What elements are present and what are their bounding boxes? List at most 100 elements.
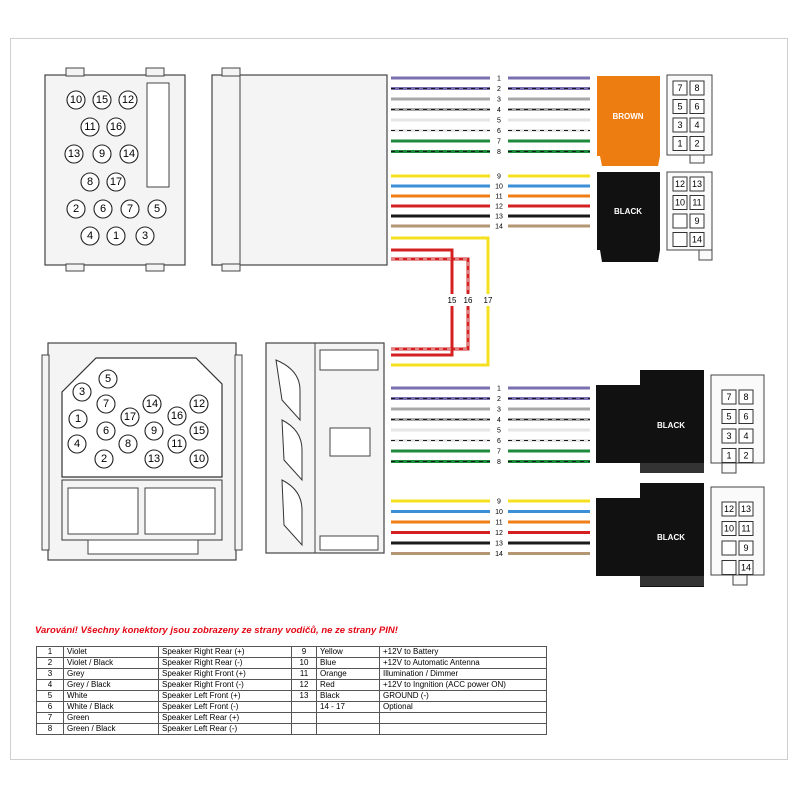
iso-b-cell-empty-4 [672,213,688,229]
iso-d-cell-9: 9 [738,540,754,556]
lower-a-wire-label-7: 7 [497,449,501,456]
legend-cell-d2 [379,712,547,724]
legend-cell-n: 3 [36,668,64,680]
svg-text:1: 1 [677,139,682,149]
upper-quad-pin-15: 15 [92,90,112,110]
legend-cell-n: 4 [36,679,64,691]
svg-text:8: 8 [694,83,699,93]
legend-cell-d: Speaker Left Front (-) [158,701,292,713]
svg-text:5: 5 [726,412,731,422]
upper-a-wire-3: 3 [391,97,590,104]
legend-cell-n2: 12 [291,679,317,691]
lower-quad-pin-13: 13 [144,449,164,469]
upper-quad-pin-13: 13 [64,144,84,164]
mid-wire-label-16: 16 [464,296,473,305]
legend-cell-c2 [316,723,380,735]
iso-b-cell-9: 9 [689,213,705,229]
iso-d-cell-12: 12 [721,501,737,517]
svg-text:12: 12 [122,94,134,106]
svg-text:7: 7 [677,83,682,93]
svg-text:10: 10 [193,453,205,465]
iso-c-cell-1: 1 [721,448,737,463]
svg-text:5: 5 [677,102,682,112]
lower-a-wire-label-6: 6 [497,438,501,445]
upper-b-wire-label-10: 10 [495,184,503,191]
iso-a-cell-2: 2 [689,136,705,151]
svg-text:5: 5 [105,373,111,385]
legend-cell-d2 [379,723,547,735]
lower-b-wire-10: 10 [391,509,590,516]
mid-wire-label-15: 15 [448,296,457,305]
svg-text:7: 7 [103,398,109,410]
upper-quad-pin-10: 10 [66,90,86,110]
lower-b-wire-label-14: 14 [495,551,503,558]
svg-text:11: 11 [692,198,701,208]
legend-cell-n: 5 [36,690,64,702]
iso-a-cell-1: 1 [672,136,688,151]
legend-cell-c: White [63,690,159,702]
svg-text:9: 9 [99,148,105,160]
upper-b-wire-9: 9 [391,174,590,181]
lower-b-wire-13: 13 [391,541,590,548]
lower-a-wire-label-3: 3 [497,407,501,414]
svg-text:6: 6 [103,425,109,437]
lower-quad-pin-11: 11 [167,434,187,454]
upper-b-wire-label-13: 13 [495,214,503,221]
iso-b-cell-12: 12 [672,176,688,192]
upper-quad-pin-5: 5 [147,199,167,219]
upper-quad-pin-9: 9 [92,144,112,164]
iso-d-cell-11: 11 [738,521,754,536]
iso-c-cell-2: 2 [738,448,754,463]
upper-a-wire-label-7: 7 [497,139,501,146]
lower-a-wire-label-4: 4 [497,417,501,424]
lower-quad-pin-17: 17 [120,407,140,427]
iso-c-cell-4: 4 [738,428,754,444]
legend-cell-n2 [291,723,317,735]
svg-text:4: 4 [743,431,748,441]
svg-text:1: 1 [726,451,731,461]
legend-cell-d2: +12V to Ingnition (ACC power ON) [379,679,547,691]
upper-a-wire-label-4: 4 [497,107,501,114]
lower-a-wire-6: 6 [391,438,590,445]
legend-cell-d: Speaker Right Front (-) [158,679,292,691]
svg-text:9: 9 [743,543,748,553]
lower-b-wire-label-9: 9 [497,499,501,506]
legend-cell-d: Speaker Right Front (+) [158,668,292,680]
lower-b-wire-label-11: 11 [495,520,502,527]
mid-wire-15: 15 [391,248,459,357]
legend-cell-n: 2 [36,657,64,669]
legend-cell-c2 [316,712,380,724]
brown-plug-label: BROWN [612,112,643,121]
lower-a-wire-8: 8 [391,459,590,466]
legend-cell-n2: 9 [291,646,317,658]
iso-d-cell-empty-6 [721,560,737,575]
mid-wire-17: 17 [391,236,495,367]
upper-a-wire-6: 6 [391,128,590,135]
lower-quad-pin-12: 12 [189,394,209,414]
lower-quad-pin-6: 6 [96,421,116,441]
lower-a-wire-label-8: 8 [497,459,501,466]
legend-cell-d: Speaker Left Rear (-) [158,723,292,735]
lower-a-wire-7: 7 [391,449,590,456]
svg-text:8: 8 [125,438,131,450]
lower-quad-pin-7: 7 [96,394,116,414]
lower-a-wire-1: 1 [391,386,590,393]
legend-cell-d: Speaker Left Rear (+) [158,712,292,724]
svg-text:6: 6 [694,102,699,112]
iso-d-cell-13: 13 [738,501,754,517]
svg-text:13: 13 [741,504,751,514]
upper-quad-pin-4: 4 [80,226,100,246]
upper-b-wire-14: 14 [391,224,590,231]
svg-text:14: 14 [741,563,751,573]
iso-a-cell-5: 5 [672,99,688,114]
lower-a-wire-2: 2 [391,396,590,403]
svg-text:15: 15 [96,94,108,106]
